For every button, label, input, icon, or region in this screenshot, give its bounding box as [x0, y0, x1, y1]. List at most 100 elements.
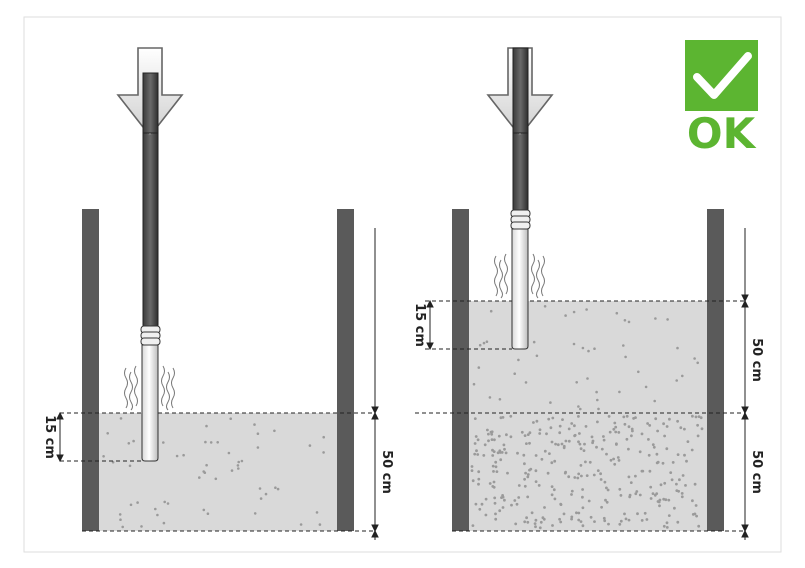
particle — [619, 494, 623, 497]
particle — [667, 498, 671, 502]
particle — [119, 417, 123, 420]
particle — [489, 309, 493, 313]
particle — [638, 493, 642, 497]
particle — [539, 520, 543, 524]
particle — [209, 441, 213, 444]
particle — [492, 480, 496, 484]
particle — [603, 519, 607, 523]
right-height-dimension — [741, 228, 749, 540]
particle — [662, 422, 665, 426]
particle — [274, 486, 277, 490]
particle — [581, 346, 585, 350]
particle — [627, 320, 631, 324]
particle — [236, 464, 240, 467]
particle — [205, 463, 208, 467]
particle — [106, 432, 109, 435]
particle — [551, 416, 555, 420]
particle — [520, 430, 524, 434]
particle — [683, 453, 686, 457]
particle — [535, 419, 539, 423]
particle — [580, 474, 583, 478]
particle — [528, 468, 531, 472]
left-container-wall-right — [337, 209, 354, 531]
particle — [554, 442, 557, 446]
particle — [230, 469, 234, 472]
particle — [477, 470, 481, 474]
left-height-label: 50 cm — [379, 450, 394, 494]
particle — [634, 492, 638, 496]
particle — [676, 419, 679, 423]
particle — [499, 458, 503, 462]
particle — [577, 415, 580, 418]
particle — [493, 438, 496, 442]
particle — [482, 454, 486, 457]
right-lower-height-label: 50 cm — [749, 450, 764, 494]
particle — [509, 435, 513, 439]
particle — [615, 311, 619, 315]
particle — [676, 520, 680, 524]
particle — [547, 417, 551, 421]
particle — [523, 520, 527, 524]
particle — [128, 464, 132, 468]
particle — [136, 501, 139, 504]
particle — [540, 457, 544, 461]
particle — [607, 415, 611, 418]
particle — [498, 509, 502, 513]
particle — [553, 497, 557, 501]
particle — [671, 461, 675, 464]
particle — [322, 451, 325, 454]
particle — [258, 487, 262, 490]
particle — [675, 489, 679, 492]
particle — [588, 460, 592, 464]
particle — [651, 492, 655, 495]
particle — [523, 477, 526, 481]
particle — [622, 344, 625, 347]
particle — [129, 503, 133, 507]
particle — [545, 432, 548, 436]
particle — [570, 489, 574, 493]
right-depth-dimension — [426, 299, 434, 351]
particle — [532, 421, 535, 424]
particle — [678, 478, 681, 482]
particle — [229, 417, 232, 421]
particle — [558, 431, 562, 435]
particle — [645, 518, 649, 521]
particle — [528, 441, 531, 445]
particle — [477, 477, 481, 481]
particle — [484, 497, 488, 501]
particle — [597, 407, 600, 411]
particle — [530, 511, 534, 515]
particle — [648, 469, 652, 473]
right-probe-ring-3 — [510, 221, 531, 230]
particle — [118, 513, 122, 516]
particle — [591, 439, 595, 443]
particle — [579, 407, 582, 411]
particle — [564, 439, 568, 443]
particle — [658, 504, 661, 508]
particle — [602, 435, 605, 438]
particle — [522, 453, 526, 457]
particle — [648, 424, 652, 427]
particle — [592, 473, 596, 477]
particle — [259, 497, 263, 500]
particle — [668, 417, 671, 421]
ok-label: OK — [687, 109, 757, 158]
particle — [696, 434, 700, 438]
particle — [477, 482, 480, 486]
particle — [573, 424, 576, 428]
particle — [487, 432, 490, 436]
particle — [506, 471, 509, 475]
particle — [498, 398, 502, 401]
right-depth-label: 15 cm — [412, 303, 427, 347]
particle — [553, 459, 557, 463]
particle — [618, 390, 621, 394]
particle — [675, 379, 678, 382]
particle — [690, 448, 694, 452]
particle — [561, 418, 564, 421]
particle — [625, 414, 629, 418]
particle — [503, 447, 506, 451]
particle — [635, 490, 639, 493]
particle — [670, 478, 674, 482]
particle — [691, 499, 694, 503]
